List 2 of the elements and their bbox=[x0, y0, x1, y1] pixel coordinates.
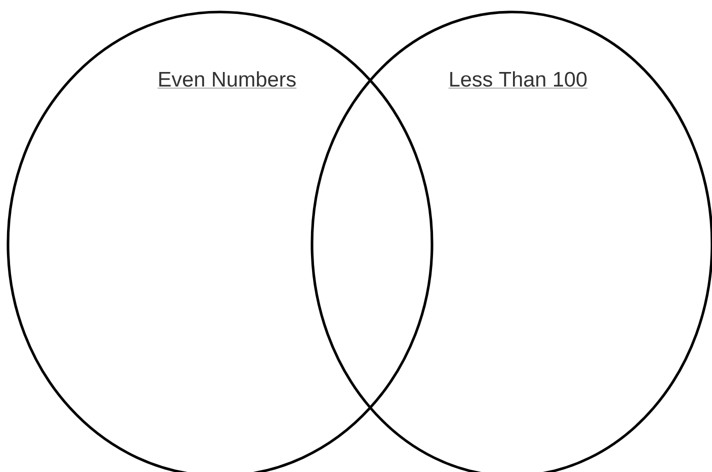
set-label: Less Than 100 bbox=[448, 71, 588, 88]
set-label: Even Numbers bbox=[157, 71, 297, 88]
